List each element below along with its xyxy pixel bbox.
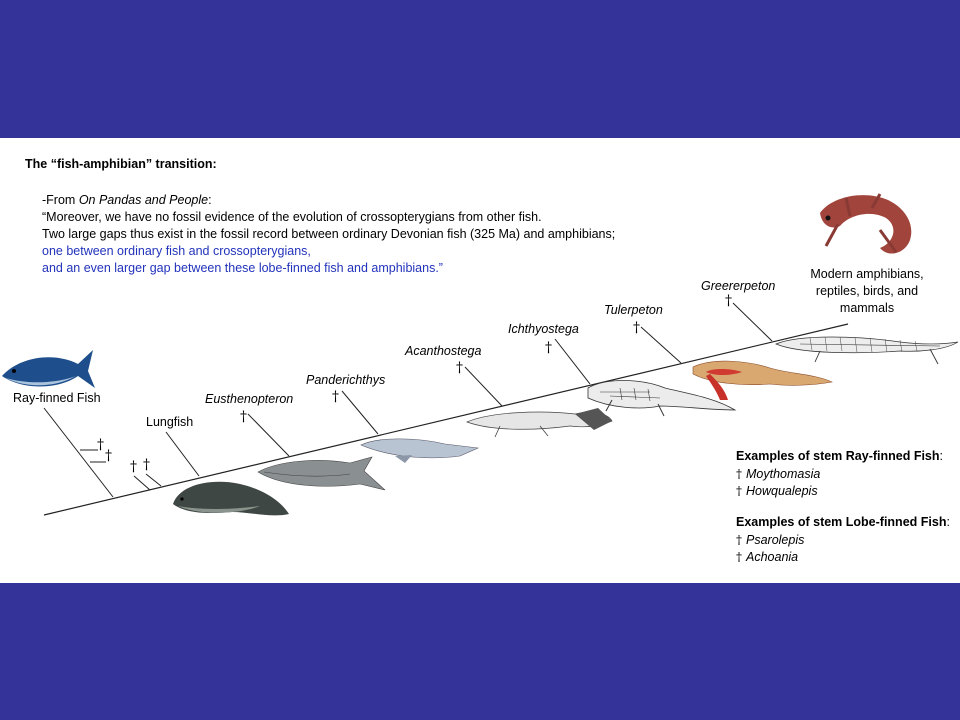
stem-ray-heading-text: Examples of stem Ray-finned Fish	[736, 449, 940, 463]
stem-lobe-item-2-name: Achoania	[745, 550, 798, 564]
stem-ray-heading-colon: :	[940, 449, 943, 463]
quote-source: -From On Pandas and People:	[42, 193, 212, 207]
stem-lobe-item-1: † Psarolepis	[736, 533, 804, 547]
dagger-panderichthys: †	[332, 389, 339, 405]
dagger-lobe-stem-1: †	[130, 459, 137, 475]
dagger-tulerpeton: †	[633, 320, 640, 336]
label-greererpeton: Greererpeton	[701, 279, 775, 293]
label-lungfish: Lungfish	[146, 415, 193, 429]
stem-ray-item-1: † Moythomasia	[736, 467, 820, 481]
ichthyostega-illustration	[587, 380, 737, 417]
branch-ichthyostega	[554, 338, 591, 385]
stem-lobe-item-1-dagger: †	[736, 533, 742, 547]
dagger-lobe-stem-2: †	[143, 457, 150, 473]
salamander-illustration	[820, 193, 912, 254]
tuna-illustration	[2, 350, 95, 388]
quote-source-prefix: -From	[42, 193, 79, 207]
greererpeton-illustration	[775, 336, 959, 365]
stem-ray-item-1-dagger: †	[736, 467, 742, 481]
quote-line-2: Two large gaps thus exist in the fossil …	[42, 227, 615, 241]
quote-source-title: On Pandas and People	[79, 193, 208, 207]
label-eusthenopteron: Eusthenopteron	[205, 392, 293, 406]
label-modern-line-1: Modern amphibians,	[810, 267, 923, 281]
branch-eusthenopteron	[247, 413, 290, 457]
stem-lobe-item-2-dagger: †	[736, 550, 742, 564]
label-modern-line-3: mammals	[840, 301, 894, 315]
branch-lobe-stem-2	[145, 473, 162, 487]
dagger-greererpeton: †	[725, 293, 732, 309]
quote-line-4: and an even larger gap between these lob…	[42, 261, 443, 275]
stem-ray-item-2-dagger: †	[736, 484, 742, 498]
label-tulerpeton: Tulerpeton	[604, 303, 663, 317]
quote-line-3: one between ordinary fish and crossopter…	[42, 244, 311, 258]
slide-title: The “fish-amphibian” transition:	[25, 157, 217, 171]
main-axis-line	[43, 323, 849, 516]
stem-lobe-item-2: †Achoania	[736, 550, 798, 564]
stem-lobe-item-1-name: Psarolepis	[746, 533, 804, 547]
branch-lungfish	[165, 431, 200, 477]
stem-ray-item-1-name: Moythomasia	[746, 467, 820, 481]
stem-lobe-heading: Examples of stem Lobe-finned Fish:	[736, 515, 950, 529]
lungfish-illustration	[173, 481, 289, 516]
branch-lobe-stem-1	[133, 475, 151, 491]
label-modern-line-2: reptiles, birds, and	[816, 284, 918, 298]
stem-lobe-heading-text: Examples of stem Lobe-finned Fish	[736, 515, 946, 529]
quote-line-4-blue: and an even larger gap between these lob…	[42, 261, 443, 275]
stem-ray-heading: Examples of stem Ray-finned Fish:	[736, 449, 943, 463]
stem-lobe-heading-colon: :	[946, 515, 949, 529]
label-panderichthys: Panderichthys	[306, 373, 385, 387]
branch-acanthostega	[464, 366, 503, 407]
eusthenopteron-illustration	[257, 456, 386, 491]
dagger-ray-stem-2: †	[105, 448, 112, 464]
label-ray-finned-fish: Ray-finned Fish	[13, 391, 101, 405]
quote-source-suffix: :	[208, 193, 211, 207]
branch-ray-finned	[43, 407, 114, 498]
label-ichthyostega: Ichthyostega	[508, 322, 579, 336]
tulerpeton-illustration	[692, 360, 833, 400]
dagger-ray-stem-1: †	[97, 437, 104, 453]
dagger-ichthyostega: †	[545, 340, 552, 356]
branch-greererpeton	[732, 302, 773, 342]
stem-ray-item-2-name: Howqualepis	[746, 484, 818, 498]
stem-ray-item-2: † Howqualepis	[736, 484, 818, 498]
acanthostega-illustration	[466, 408, 613, 438]
label-acanthostega: Acanthostega	[404, 344, 481, 358]
panderichthys-illustration	[360, 438, 480, 463]
branch-tulerpeton	[640, 326, 682, 364]
slide-panel: The “fish-amphibian” transition: -From O…	[0, 138, 960, 583]
cladogram-diagram: The “fish-amphibian” transition: -From O…	[2, 157, 959, 564]
quote-line-1: “Moreover, we have no fossil evidence of…	[42, 210, 542, 224]
dagger-acanthostega: †	[456, 360, 463, 376]
dagger-eusthenopteron: †	[240, 409, 247, 425]
branch-panderichthys	[341, 390, 379, 435]
